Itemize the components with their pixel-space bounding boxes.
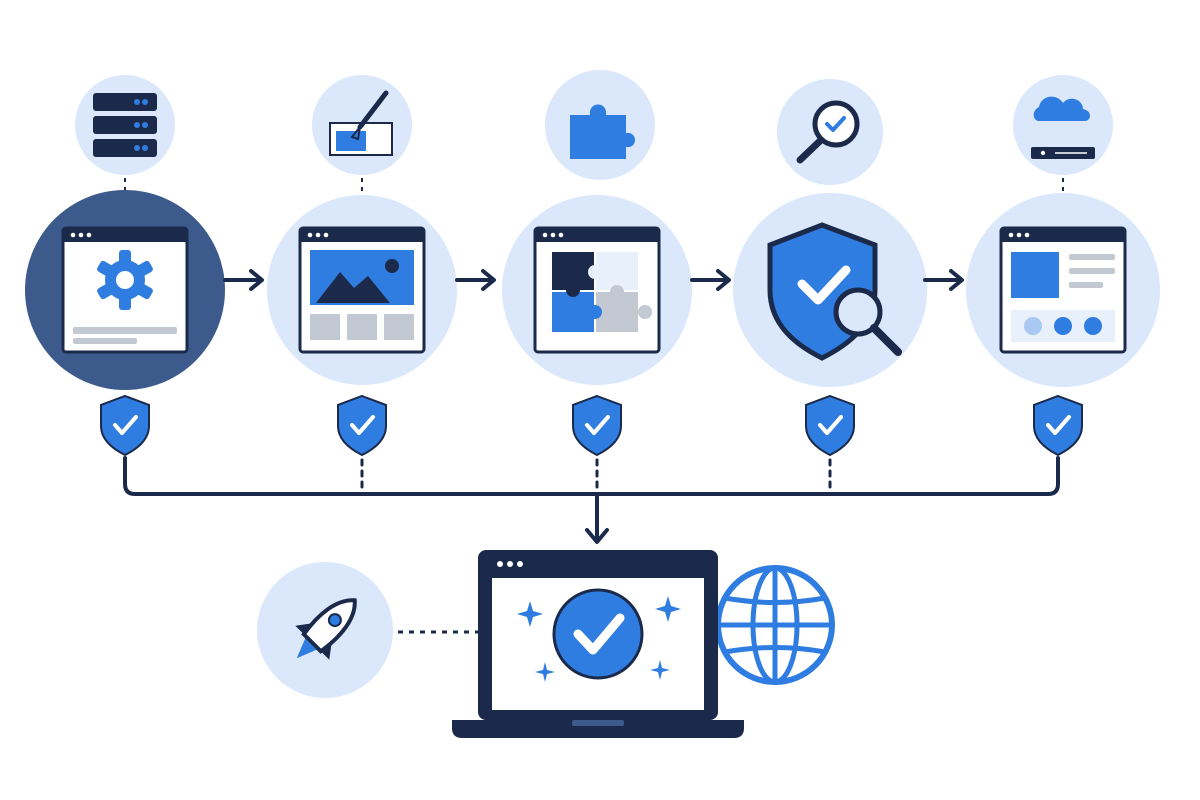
settings-gear-window-icon	[61, 226, 189, 354]
merge-connector	[123, 456, 1060, 544]
laptop-check-icon	[452, 550, 744, 738]
top-icon-design	[312, 75, 412, 175]
rocket-icon	[295, 598, 357, 660]
top-icon-cloud	[1013, 75, 1113, 175]
shield-check-icon	[804, 394, 856, 457]
arrow-right-icon	[923, 269, 964, 291]
stage-integrate	[502, 195, 692, 385]
arrow-right-icon	[690, 269, 731, 291]
stage-deploy	[966, 193, 1160, 387]
content-layout-window-icon	[999, 226, 1127, 354]
magnifier-check-icon	[796, 100, 860, 164]
arrow-right-icon	[223, 269, 264, 291]
shield-check-icon	[1032, 394, 1084, 457]
paintbrush-canvas-icon	[329, 90, 393, 156]
gear-icon	[97, 250, 153, 310]
top-icon-puzzle	[545, 70, 655, 180]
rocket-badge	[257, 562, 393, 698]
shield-magnifier-icon	[767, 222, 902, 361]
stage-design	[267, 195, 457, 385]
puzzle-piece-icon	[570, 104, 635, 159]
success-check-icon	[552, 588, 644, 680]
shield-check-icon	[336, 394, 388, 457]
puzzle-window-icon	[533, 226, 661, 354]
top-icon-server	[75, 75, 175, 175]
shield-check-icon	[99, 394, 151, 457]
server-stack-icon	[93, 93, 157, 157]
shield-check-icon	[571, 394, 623, 457]
sparkle-icon	[517, 596, 681, 682]
top-icon-search	[777, 79, 883, 185]
globe-icon	[715, 565, 835, 685]
arrow-right-icon	[455, 269, 496, 291]
stage-configure	[25, 190, 225, 390]
cloud-server-icon	[1031, 96, 1095, 159]
stage-test	[733, 193, 927, 387]
image-layout-window-icon	[298, 226, 426, 354]
